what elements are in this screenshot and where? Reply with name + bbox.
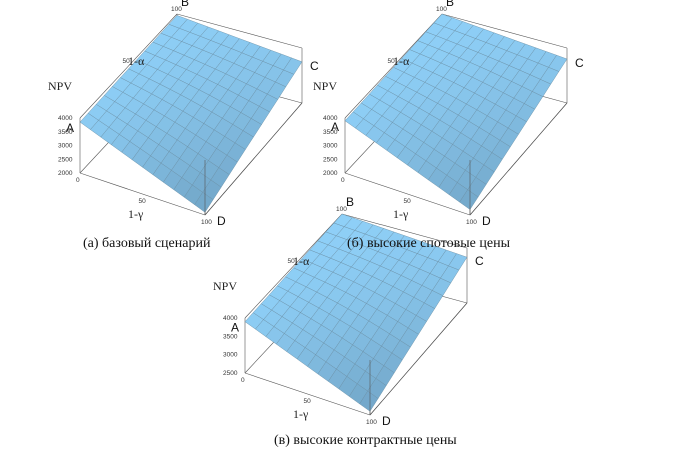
caption-c: (в) высокие контрактные цены: [274, 433, 457, 448]
y-axis-label: 1-γ: [293, 407, 309, 421]
surface-plot-b: 4000350030002500200050100050100NPV1-α1-γ…: [313, 0, 584, 228]
z-tick-label: 2500: [323, 156, 338, 163]
bounding-box-edge: [204, 102, 303, 216]
corner-label-b: B: [446, 0, 454, 9]
caption-a: (а) базовый сценарий: [83, 236, 211, 251]
bounding-box-edge: [244, 372, 371, 416]
z-tick-label: 3000: [58, 143, 73, 150]
z-tick-label: 4000: [323, 115, 338, 122]
z-tick-label: 3000: [223, 352, 238, 359]
bounding-box-edge: [344, 13, 443, 119]
x-axis-label: 1-α: [128, 54, 145, 68]
bounding-box-edge: [441, 13, 568, 49]
surface-mesh: [79, 15, 303, 213]
y-tick-label: 50: [139, 198, 147, 205]
surface-plot-a: 4000350030002500200050100050100NPV1-α1-γ…: [48, 0, 319, 228]
x-tick-label: 50: [388, 58, 396, 65]
z-tick-label: 2500: [58, 156, 73, 163]
x-tick-label: 100: [336, 206, 347, 213]
bounding-box-edge: [344, 172, 471, 216]
y-tick-label: 100: [466, 219, 477, 226]
surface-facet: [194, 191, 214, 213]
z-axis-label: NPV: [313, 79, 337, 93]
x-axis-label: 1-α: [293, 254, 310, 268]
corner-label-c: C: [575, 56, 584, 70]
corner-label-d: D: [382, 414, 391, 428]
y-tick-label: 0: [76, 177, 80, 184]
z-axis-label: NPV: [48, 79, 72, 93]
y-tick-label: 0: [241, 377, 245, 384]
corner-label-d: D: [482, 214, 491, 228]
x-tick-label: 100: [436, 6, 447, 13]
z-tick-label: 3500: [323, 129, 338, 136]
surface-facet: [359, 390, 379, 412]
corner-label-a: A: [331, 120, 339, 134]
bounding-box-edge: [469, 102, 568, 216]
corner-label-c: C: [310, 59, 319, 73]
z-tick-label: 3000: [323, 143, 338, 150]
y-tick-label: 100: [366, 419, 377, 426]
z-tick-label: 2000: [323, 170, 338, 177]
x-tick-label: 50: [288, 258, 296, 265]
corner-label-d: D: [217, 214, 226, 228]
z-tick-label: 2000: [58, 170, 73, 177]
z-tick-label: 2500: [223, 370, 238, 377]
z-tick-label: 3500: [58, 129, 73, 136]
surface-mesh: [244, 213, 468, 412]
z-axis-label: NPV: [213, 279, 237, 293]
bounding-box-edge: [79, 172, 206, 216]
x-axis-label: 1-α: [393, 54, 410, 68]
y-tick-label: 100: [201, 219, 212, 226]
corner-label-b: B: [346, 195, 354, 209]
corner-label-b: B: [181, 0, 189, 9]
x-tick-label: 100: [171, 6, 182, 13]
x-tick-label: 50: [123, 58, 131, 65]
bounding-box-edge: [341, 213, 468, 249]
bounding-box-edge: [244, 213, 343, 319]
bounding-box-edge: [79, 13, 178, 119]
surface-mesh: [344, 13, 568, 210]
caption-b: (б) высокие спотовые цены: [347, 236, 511, 251]
y-tick-label: 50: [304, 398, 312, 405]
z-tick-label: 4000: [58, 115, 73, 122]
z-tick-label: 3500: [223, 333, 238, 340]
corner-label-a: A: [231, 321, 239, 335]
surface-facet: [459, 189, 479, 210]
y-tick-label: 50: [404, 198, 412, 205]
y-tick-label: 0: [341, 177, 345, 184]
y-axis-label: 1-γ: [128, 207, 144, 221]
z-tick-label: 4000: [223, 315, 238, 322]
corner-label-a: A: [66, 121, 74, 135]
corner-label-c: C: [475, 254, 484, 268]
bounding-box-edge: [176, 13, 303, 49]
y-axis-label: 1-γ: [393, 207, 409, 221]
bounding-box-edge: [369, 302, 468, 416]
